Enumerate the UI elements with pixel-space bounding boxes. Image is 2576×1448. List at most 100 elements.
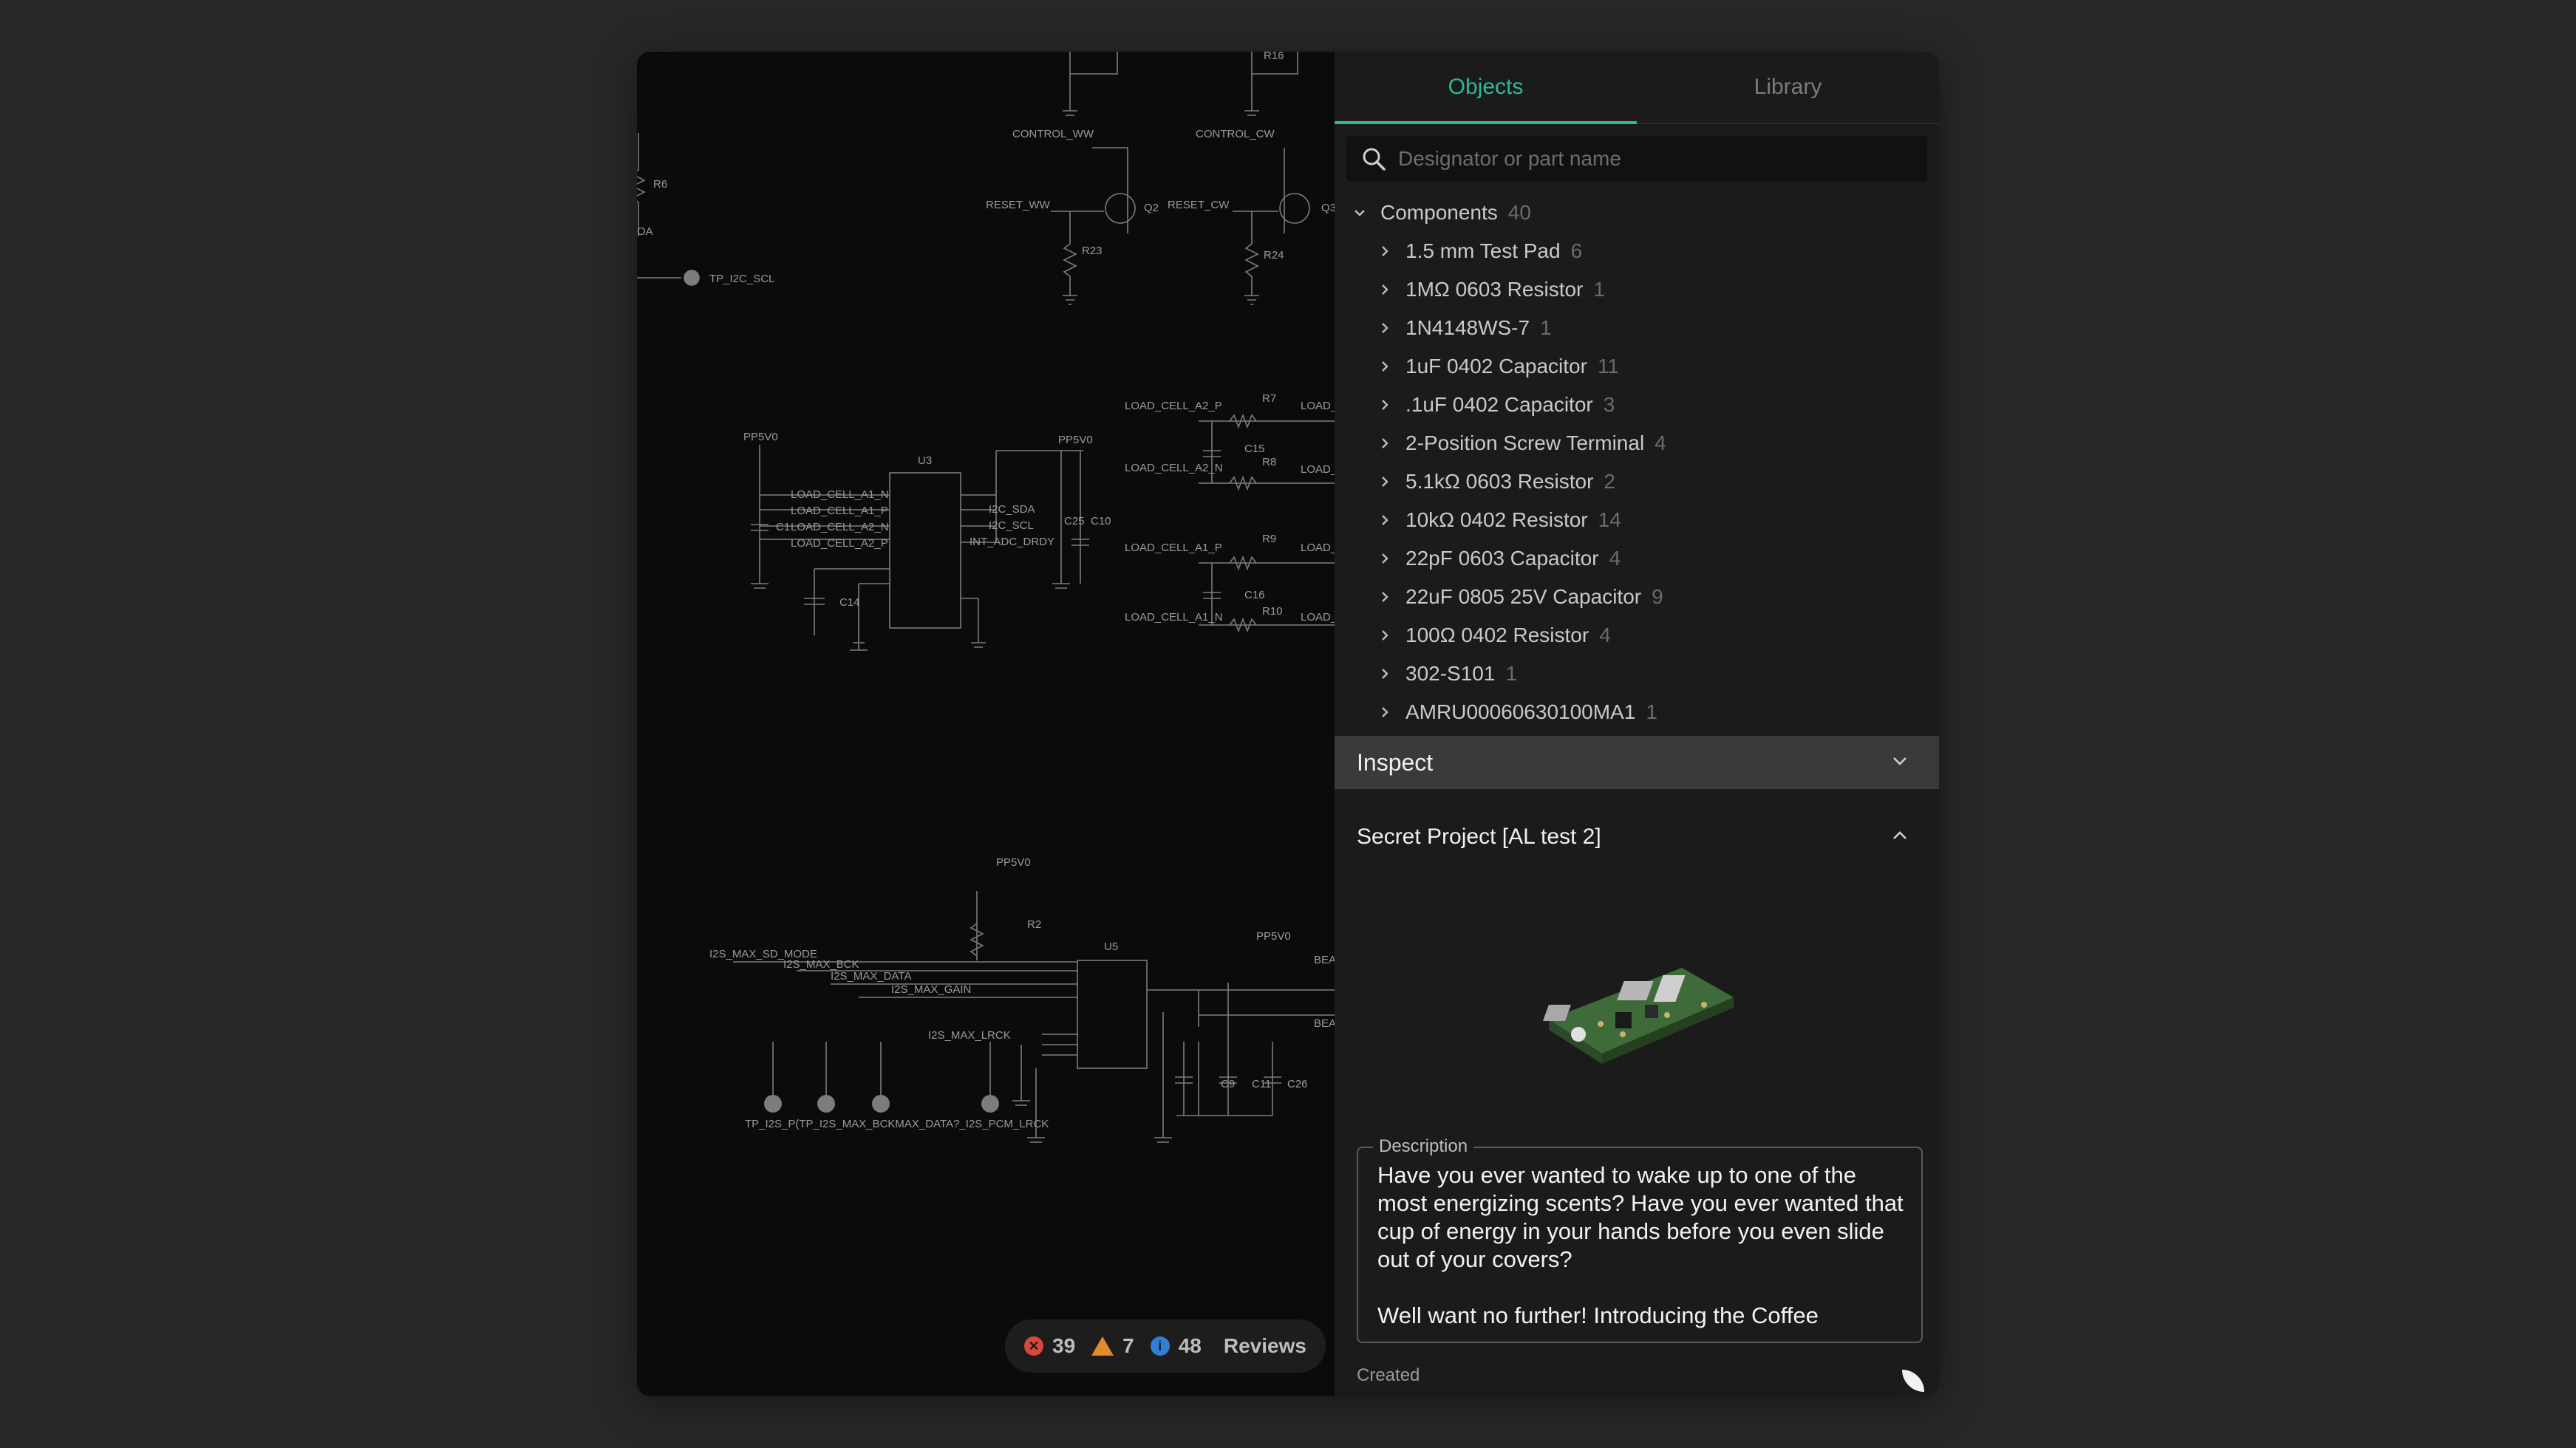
tree-item-count: 4	[1609, 547, 1621, 570]
chevron-right-icon	[1374, 279, 1395, 300]
inspect-header[interactable]: Inspect	[1335, 736, 1939, 789]
chevron-right-icon	[1374, 318, 1395, 338]
tree-item-label: AMRU00060630100MA1	[1405, 700, 1636, 723]
right-panel: Objects Library Components 40 1.5 mm Tes…	[1335, 52, 1939, 1396]
tree-item[interactable]: 2-Position Screw Terminal 4	[1335, 424, 1939, 462]
schematic-label: C11	[1252, 1078, 1271, 1090]
tree-item-label: 100Ω 0402 Resistor	[1405, 624, 1589, 646]
schematic-label: BEA	[1314, 1017, 1335, 1030]
schematic-label: TP_I2S_P(TP_I2S_MAX_BCKMAX_DATA?_I2S_PCM…	[745, 1118, 1049, 1130]
tree-item-count: 6	[1570, 239, 1583, 262]
tree-item[interactable]: 1.5 mm Test Pad 6	[1335, 232, 1939, 270]
schematic-label: C25	[1064, 515, 1085, 527]
tree-item-label: 302-S101	[1405, 662, 1496, 685]
tree-group-label: Components	[1380, 201, 1498, 224]
tree-item-count: 9	[1652, 585, 1663, 608]
schematic-label: I2S_MAX_GAIN	[891, 983, 971, 996]
schematic-label: C26	[1287, 1078, 1308, 1090]
schematic-label: R16	[1264, 52, 1284, 62]
chevron-up-icon[interactable]	[1890, 826, 1909, 849]
chevron-right-icon	[1374, 548, 1395, 569]
tree-item-count: 4	[1655, 431, 1666, 454]
schematic-label: LOAD_CELL_A2_P	[791, 537, 888, 550]
search-input[interactable]	[1397, 146, 1902, 171]
resize-handle-icon[interactable]	[1902, 1370, 1924, 1392]
schematic-label: TP_I2C_SCL	[709, 273, 774, 285]
tree-item-label: 22pF 0603 Capacitor	[1405, 547, 1599, 570]
schematic-drawing: R6 OA TP_I2C_SCL CONTROL_WW CONTROL_CW R…	[637, 52, 1335, 1143]
tree-group-count: 40	[1507, 201, 1531, 224]
schematic-label: OA	[637, 225, 653, 238]
tree-item-label: 1.5 mm Test Pad	[1405, 239, 1561, 262]
chevron-right-icon	[1374, 625, 1395, 646]
schematic-label: R24	[1264, 249, 1284, 262]
schematic-label: I2S_MAX_DATA	[831, 970, 911, 983]
chevron-right-icon	[1374, 702, 1395, 723]
schematic-label: C1	[776, 521, 790, 533]
schematic-label: PP5V0	[1256, 930, 1291, 943]
schematic-label: PP5V0	[743, 431, 778, 443]
tree-item-count: 14	[1598, 508, 1621, 531]
error-icon: ✕	[1024, 1336, 1043, 1356]
chevron-right-icon	[1374, 395, 1395, 415]
tree-item[interactable]: 22pF 0603 Capacitor 4	[1335, 539, 1939, 578]
inspect-title: Inspect	[1357, 748, 1434, 776]
schematic-label: I2S_MAX_SD_MODE	[709, 948, 817, 960]
schematic-label: C10	[1091, 515, 1111, 527]
description-field[interactable]: Description Have you ever wanted to wake…	[1357, 1136, 1923, 1343]
chevron-right-icon	[1374, 663, 1395, 684]
schematic-label: C15	[1244, 443, 1265, 455]
schematic-label: R10	[1262, 605, 1283, 618]
tree-item-count: 11	[1597, 355, 1620, 378]
schematic-label: R6	[653, 178, 667, 191]
tab-objects[interactable]: Objects	[1335, 52, 1637, 124]
schematic-label: LOAD_	[1301, 611, 1335, 624]
tree-item-label: 2-Position Screw Terminal	[1405, 431, 1645, 454]
tree-group-components[interactable]: Components 40	[1335, 194, 1939, 232]
tree-item-count: 1	[1593, 278, 1605, 301]
schematic-label: BEA	[1314, 954, 1335, 966]
schematic-label: LOAD_	[1301, 463, 1335, 476]
schematic-label: C16	[1244, 589, 1265, 601]
schematic-label: PP5V0	[996, 856, 1031, 869]
schematic-label: CONTROL_WW	[1012, 128, 1094, 140]
tree-item-label: 5.1kΩ 0603 Resistor	[1405, 470, 1594, 493]
schematic-label: RESET_CW	[1168, 199, 1230, 211]
schematic-label: U3	[918, 454, 932, 467]
reviews-pill[interactable]: ✕ 39 7 i 48 Reviews	[1005, 1319, 1326, 1373]
chevron-right-icon	[1374, 587, 1395, 607]
project-header[interactable]: Secret Project [AL test 2]	[1335, 810, 1939, 864]
tree-item-count: 1	[1646, 700, 1657, 723]
schematic-label: R7	[1262, 392, 1276, 405]
schematic-label: I2C_SCL	[989, 519, 1034, 532]
chevron-right-icon	[1374, 356, 1395, 377]
project-thumbnail	[1534, 923, 1748, 1101]
schematic-label: R2	[1027, 918, 1041, 931]
chevron-down-icon[interactable]	[1890, 751, 1909, 774]
panel-tabs: Objects Library	[1335, 52, 1939, 124]
schematic-label: Q2	[1144, 202, 1159, 214]
error-count: 39	[1052, 1334, 1076, 1357]
chevron-right-icon	[1374, 241, 1395, 262]
info-icon: i	[1150, 1336, 1170, 1356]
tree-item-count: 1	[1540, 316, 1552, 339]
schematic-canvas[interactable]: R6 OA TP_I2C_SCL CONTROL_WW CONTROL_CW R…	[637, 52, 1335, 1396]
chevron-right-icon	[1374, 433, 1395, 454]
schematic-label: C9	[1221, 1078, 1235, 1090]
project-title: Secret Project [AL test 2]	[1357, 824, 1601, 849]
description-text[interactable]: Have you ever wanted to wake up to one o…	[1377, 1162, 1904, 1328]
schematic-label: R23	[1082, 245, 1103, 257]
schematic-label: LOAD_CELL_A2_N	[1125, 462, 1223, 474]
tab-library[interactable]: Library	[1754, 75, 1822, 99]
search-icon	[1361, 146, 1386, 171]
tree-item[interactable]: AMRU00060630100MA1 1	[1335, 693, 1939, 731]
